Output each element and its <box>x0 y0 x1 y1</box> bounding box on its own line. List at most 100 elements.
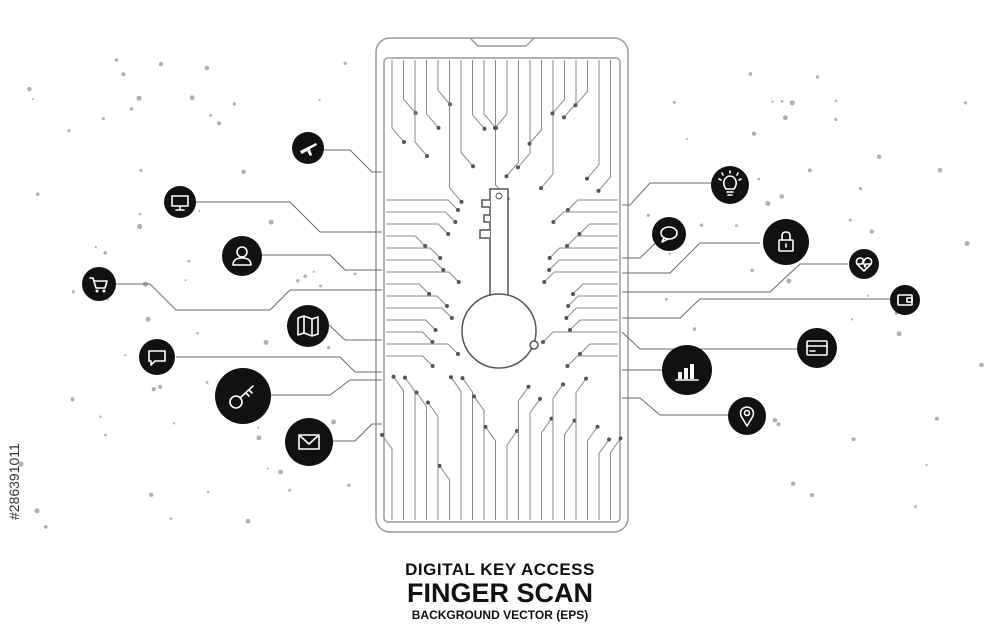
scatter-dot <box>187 259 191 263</box>
scatter-dot <box>173 422 176 425</box>
speech-bubble-icon <box>652 217 686 251</box>
scatter-dot <box>914 505 917 509</box>
circuit-node <box>471 164 475 169</box>
scatter-dot <box>347 483 351 487</box>
circuit-node <box>573 103 578 108</box>
circuit-trace <box>393 376 404 520</box>
padlock-icon <box>763 219 809 265</box>
circuit-trace <box>553 211 618 223</box>
circuit-node <box>595 424 600 429</box>
scatter-dot <box>139 169 143 172</box>
circuit-trace <box>569 319 618 331</box>
scatter-dot <box>750 268 754 273</box>
circuit-node <box>516 165 520 170</box>
circuit-trace <box>386 307 453 319</box>
scatter-dot <box>318 98 321 101</box>
heart-rate-icon <box>849 249 879 279</box>
scatter-dot <box>848 218 852 222</box>
circuit-trace <box>386 295 448 307</box>
circuit-node <box>526 384 531 389</box>
circuit-trace <box>575 60 588 106</box>
scatter-dot <box>31 98 34 101</box>
scatter-dot <box>184 279 187 282</box>
caption-line-2: FINGER SCAN <box>406 578 593 608</box>
circuit-node <box>456 280 461 284</box>
circuit-trace <box>506 60 519 177</box>
scatter-dot <box>783 115 788 121</box>
circuit-node <box>460 376 465 381</box>
scatter-dot <box>815 75 820 79</box>
scatter-dot <box>807 168 812 173</box>
scatter-dot <box>198 210 201 213</box>
scatter-dot <box>672 100 676 104</box>
circuit-node <box>570 292 575 296</box>
scatter-dot <box>834 117 838 122</box>
scatter-dot <box>757 177 761 181</box>
scatter-dot <box>121 72 126 77</box>
circuit-trace <box>552 384 564 520</box>
scatter-dot <box>925 463 928 466</box>
circuit-trace <box>403 60 416 114</box>
scatter-dot <box>810 493 815 498</box>
scatter-dot <box>896 331 902 337</box>
circuit-node <box>455 208 460 212</box>
circuit-trace <box>518 386 529 520</box>
caption-line-1: DIGITAL KEY ACCESS <box>405 560 595 579</box>
circuit-trace <box>386 283 430 295</box>
scatter-dot <box>312 270 315 273</box>
circuit-node <box>584 376 588 381</box>
scatter-dot <box>216 121 222 126</box>
scatter-dot <box>331 419 337 425</box>
circuit-trace <box>427 402 439 520</box>
circuit-node <box>538 396 542 401</box>
scatter-dot <box>266 467 269 470</box>
circuit-trace <box>572 283 618 295</box>
circuit-trace <box>552 60 565 114</box>
scatter-dot <box>169 517 173 520</box>
scatter-dot <box>646 213 650 217</box>
circuit-node <box>482 126 487 131</box>
circuit-node <box>561 382 565 387</box>
scatter-dot <box>665 297 668 301</box>
scatter-dot <box>668 252 671 255</box>
scatter-dot <box>257 426 260 429</box>
scatter-dot <box>779 194 784 199</box>
circuit-node <box>585 176 589 181</box>
central-key <box>461 188 539 369</box>
chat-bubble-icon <box>139 339 175 375</box>
circuit-trace <box>586 60 600 179</box>
circuit-trace <box>386 355 433 367</box>
scatter-dot <box>851 437 856 442</box>
circuit-trace <box>575 378 587 520</box>
circuit-node <box>527 141 532 146</box>
scatter-dot <box>771 100 774 104</box>
caption-line-3: BACKGROUND VECTOR (EPS) <box>411 608 589 622</box>
smartphone-outline <box>375 37 629 533</box>
circuit-node <box>564 316 569 320</box>
scatter-dot <box>158 61 164 67</box>
circuit-trace <box>386 331 433 343</box>
scatter-dot <box>71 290 75 294</box>
circuit-trace <box>381 434 393 520</box>
scatter-dot <box>278 469 284 475</box>
circuit-trace <box>462 377 473 520</box>
circuit-trace <box>485 426 496 520</box>
circuit-trace <box>426 60 439 129</box>
scatter-dot <box>772 418 778 423</box>
scatter-dot <box>296 279 300 283</box>
caption-block: DIGITAL KEY ACCESS FINGER SCAN BACKGROUN… <box>360 560 640 623</box>
shopping-cart-icon <box>82 267 116 301</box>
monitor-icon <box>164 186 196 218</box>
scatter-dot <box>692 327 697 331</box>
circuit-trace <box>386 343 459 355</box>
scatter-dot <box>149 492 154 497</box>
scatter-dot <box>241 169 246 174</box>
circuit-trace <box>541 418 552 520</box>
circuit-trace <box>416 392 427 520</box>
scatter-dot <box>18 461 24 467</box>
scatter-dot <box>232 102 237 106</box>
circuit-trace <box>579 343 618 355</box>
circuit-node <box>380 432 384 437</box>
scatter-dot <box>765 200 771 206</box>
circuit-trace <box>579 223 618 235</box>
